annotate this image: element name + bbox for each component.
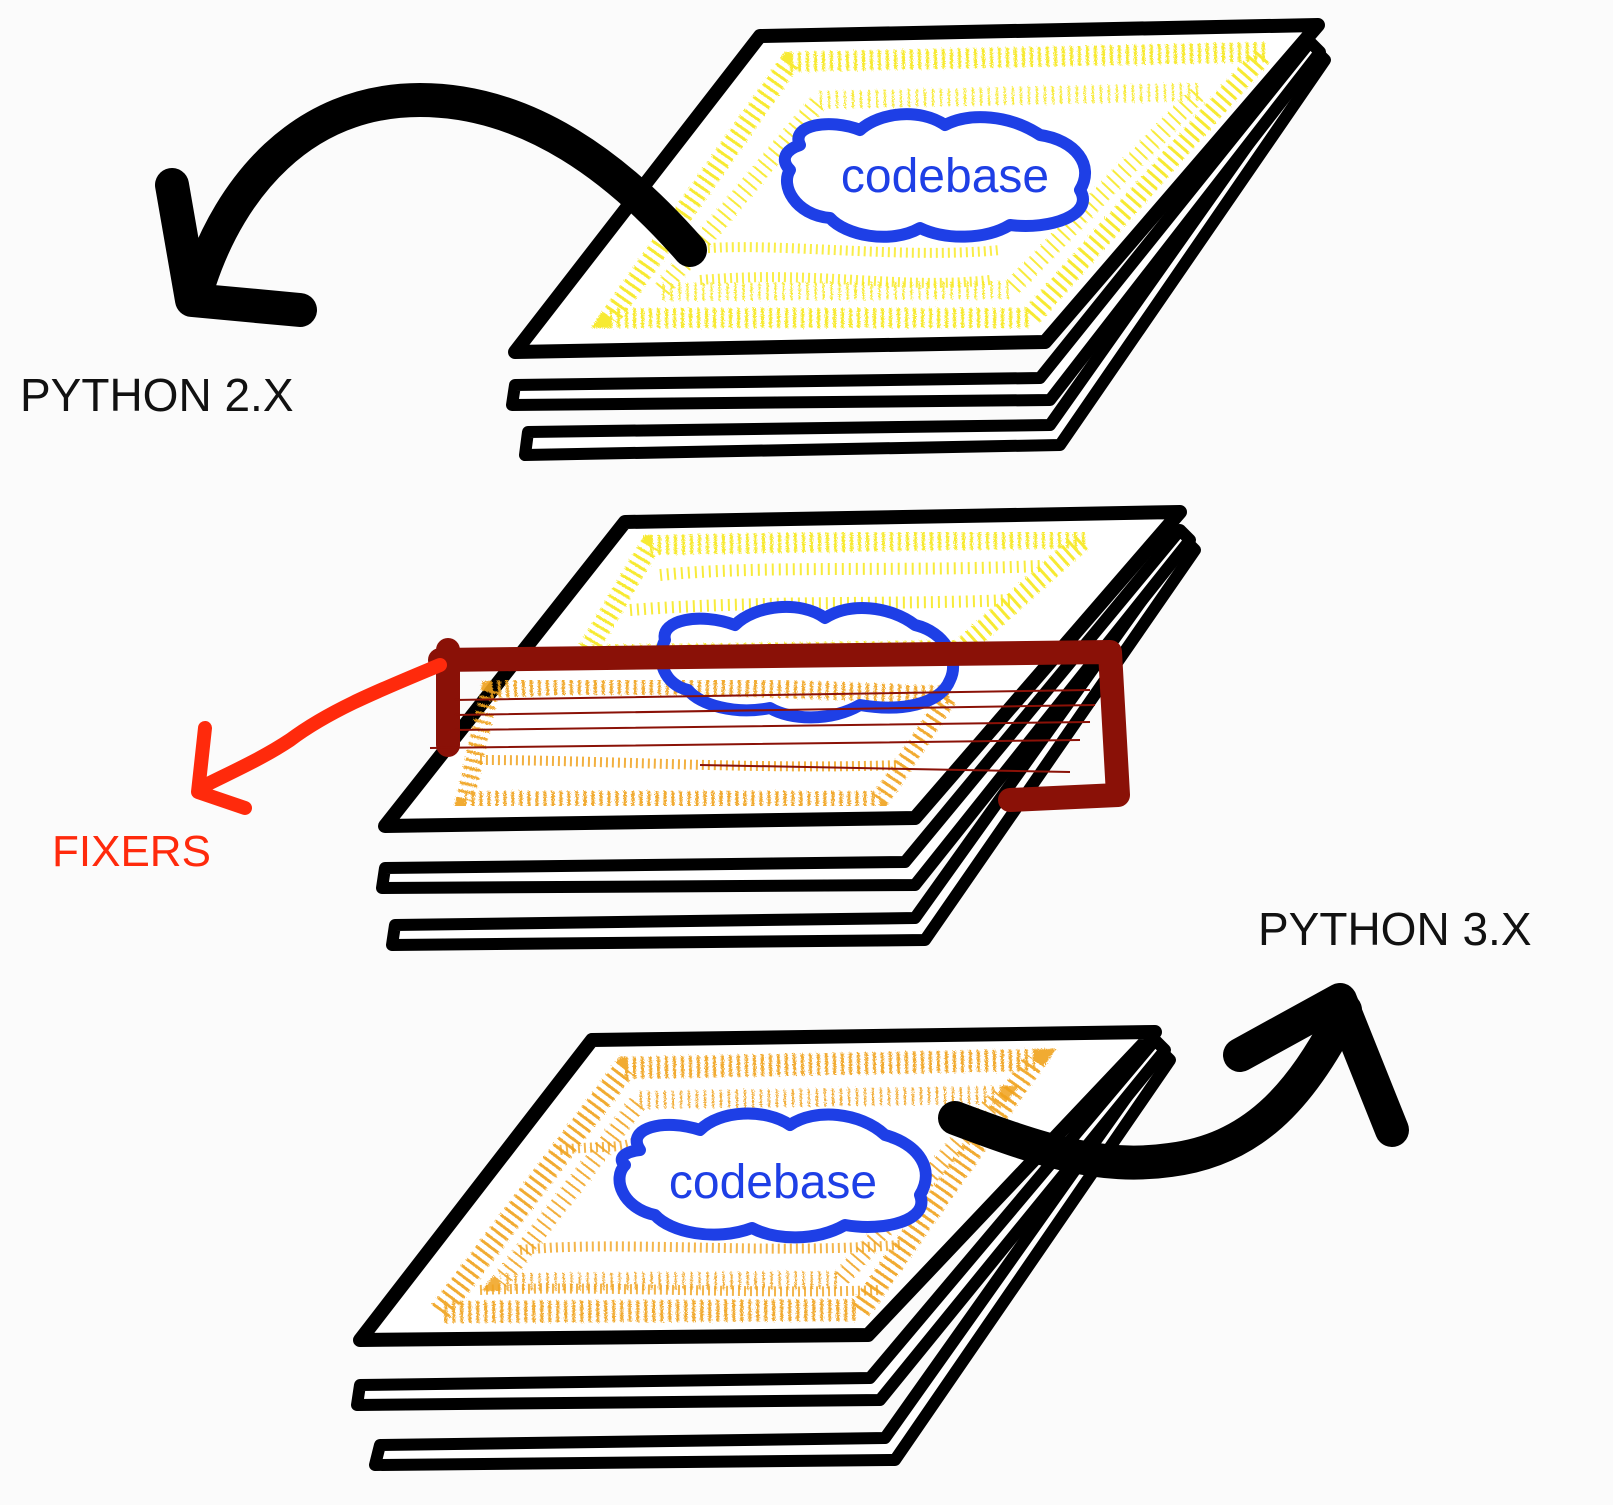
middle-stack-top-sheet: [378, 505, 1187, 833]
top-stack-cloud: [778, 108, 1091, 243]
fixers-bracket-lines: [429, 689, 1096, 773]
python3-arrow: [938, 983, 1409, 1180]
bottom-cloud-label: codebase: [669, 1156, 877, 1209]
fixers-label: FIXERS: [52, 827, 211, 876]
python2-arrow: [155, 82, 707, 327]
middle-stack-cloud: [655, 600, 960, 724]
middle-codebase-stack: [376, 505, 1201, 951]
bottom-stack-orange-fill: [417, 1048, 1057, 1324]
bottom-stack-cloud: [613, 1107, 932, 1244]
bottom-stack-sheet-2: [351, 1034, 1171, 1411]
top-stack-sheet-3: [519, 44, 1331, 461]
fixers-bracket: [428, 638, 1130, 812]
fixers-arrow-head: [191, 721, 252, 815]
fixers-arrow-shaft: [193, 658, 447, 795]
python3-arrow-head: [1223, 983, 1409, 1147]
python2-arrow-head: [155, 168, 317, 327]
python2-arrow-shaft: [183, 82, 707, 297]
bottom-stack-orange-fill-core: [479, 1135, 901, 1297]
bottom-codebase-stack: codebase: [351, 1025, 1176, 1471]
middle-stack-sheet-2: [376, 524, 1196, 894]
middle-stack-sheet-3: [386, 534, 1201, 951]
middle-stack-yellow-fill-inner: [629, 560, 1041, 616]
top-stack-sheet-2: [506, 36, 1326, 411]
python2-label: PYTHON 2.X: [20, 369, 294, 421]
python3-arrow-shaft: [938, 993, 1362, 1180]
top-codebase-stack: codebase: [506, 18, 1331, 461]
bottom-stack-orange-fill-inner: [481, 1085, 1020, 1292]
python3-label: PYTHON 3.X: [1258, 903, 1532, 955]
fixers-arrow: [191, 658, 447, 815]
top-stack-yellow-fill-core: [689, 242, 1001, 288]
bottom-stack-sheet-3: [369, 1044, 1176, 1471]
top-cloud-label: codebase: [841, 150, 1049, 203]
fixers-bracket-outline: [428, 638, 1130, 812]
